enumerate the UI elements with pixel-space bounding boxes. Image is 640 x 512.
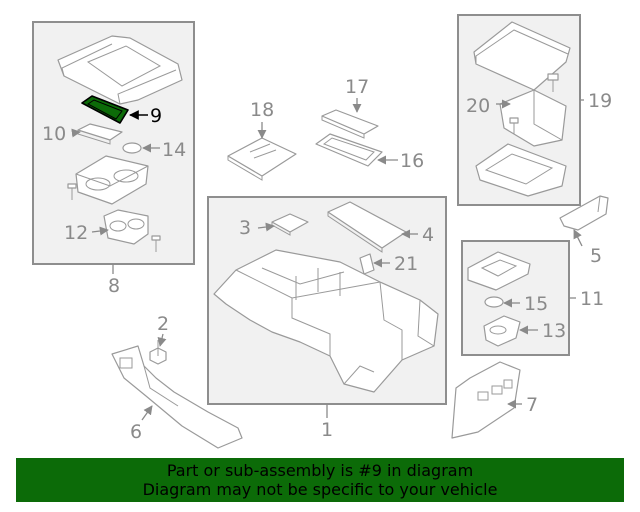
part-17-pad bbox=[321, 109, 379, 139]
screw-right bbox=[151, 235, 161, 252]
part-21-clip bbox=[359, 253, 375, 275]
leader-10 bbox=[71, 128, 81, 138]
callout-16: 16 bbox=[400, 150, 424, 172]
footer-line-1: Part or sub-assembly is #9 in diagram bbox=[166, 461, 474, 480]
part-20-latch-cover bbox=[499, 89, 567, 147]
part-6-side-panel bbox=[111, 345, 243, 449]
callout-5: 5 bbox=[590, 245, 602, 267]
screw-left bbox=[67, 183, 77, 200]
callout-18: 18 bbox=[250, 99, 274, 121]
callout-2: 2 bbox=[157, 313, 169, 335]
footer-line-2: Diagram may not be specific to your vehi… bbox=[142, 480, 498, 499]
part-7-switch-panel bbox=[451, 361, 521, 439]
part-5-bracket bbox=[559, 195, 609, 231]
part-13-cup bbox=[483, 315, 521, 347]
part-9-bin-mat bbox=[81, 95, 129, 124]
part-16-tray bbox=[315, 133, 383, 167]
leader-2 bbox=[157, 333, 167, 347]
callout-8: 8 bbox=[108, 275, 120, 297]
cupholder-insert bbox=[75, 155, 149, 205]
leader-12 bbox=[91, 226, 109, 236]
console-body bbox=[213, 249, 439, 393]
callout-1: 1 bbox=[321, 419, 333, 441]
leader-5 bbox=[573, 229, 583, 247]
armrest-lid bbox=[57, 35, 183, 105]
footer-banner: Part or sub-assembly is #9 in diagram Di… bbox=[16, 458, 624, 502]
callout-14: 14 bbox=[162, 139, 186, 161]
callout-17: 17 bbox=[345, 76, 369, 98]
leader-3 bbox=[257, 222, 275, 232]
callout-6: 6 bbox=[130, 421, 142, 443]
callout-12: 12 bbox=[64, 222, 88, 244]
callout-15: 15 bbox=[524, 293, 548, 315]
callout-20: 20 bbox=[466, 95, 490, 117]
part-12-cupholder-bracket bbox=[103, 209, 149, 245]
callout-4: 4 bbox=[422, 224, 434, 246]
lid-base-19 bbox=[475, 143, 567, 197]
part-2-bolt bbox=[149, 340, 167, 365]
top-lid-19 bbox=[473, 21, 571, 91]
screw-19 bbox=[547, 73, 559, 92]
leader-6 bbox=[141, 405, 153, 421]
callout-7: 7 bbox=[526, 394, 538, 416]
part-18-mat bbox=[227, 137, 297, 181]
callout-19: 19 bbox=[588, 90, 612, 112]
part-15-ring bbox=[484, 296, 504, 308]
callout-21: 21 bbox=[394, 253, 418, 275]
callout-10: 10 bbox=[42, 123, 66, 145]
cupholder-bezel-11 bbox=[467, 251, 531, 291]
callout-9: 9 bbox=[150, 105, 162, 127]
callout-13: 13 bbox=[542, 320, 566, 342]
part-14-ring bbox=[122, 142, 142, 154]
callout-11: 11 bbox=[580, 288, 604, 310]
screw-20 bbox=[509, 117, 519, 134]
callout-3: 3 bbox=[239, 217, 251, 239]
